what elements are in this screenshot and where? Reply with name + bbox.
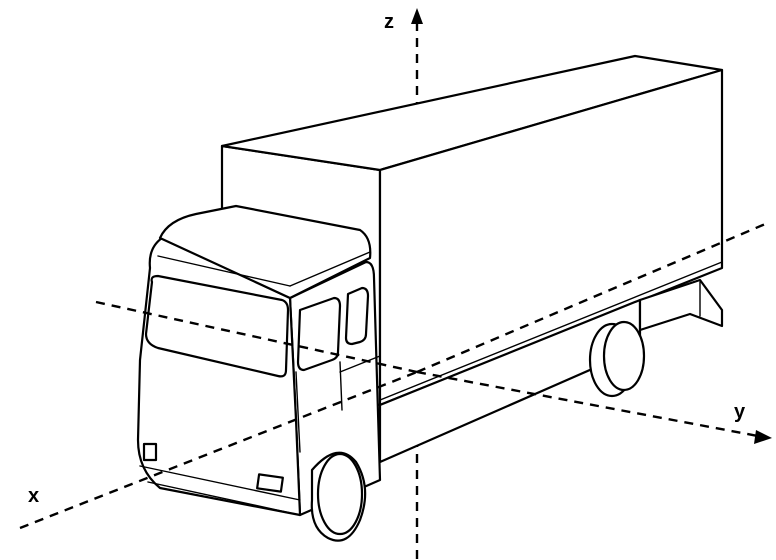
x-axis-label: x (28, 485, 39, 507)
x-axis (19, 220, 771, 530)
y-axis (95, 300, 772, 444)
cab (136, 204, 382, 517)
front-wheel (310, 451, 367, 542)
rear-wheel (588, 320, 646, 398)
door-window (296, 296, 342, 372)
windshield (144, 274, 290, 378)
rear-side-window (344, 286, 370, 346)
y-axis-arrowhead (754, 430, 772, 444)
truck (136, 54, 724, 542)
z-axis-arrowhead (411, 8, 423, 24)
y-axis-label: y (734, 401, 746, 423)
z-axis-label: z (384, 11, 394, 33)
right-headlight (256, 473, 284, 493)
z-axis (411, 8, 423, 560)
left-headlight (142, 442, 158, 462)
